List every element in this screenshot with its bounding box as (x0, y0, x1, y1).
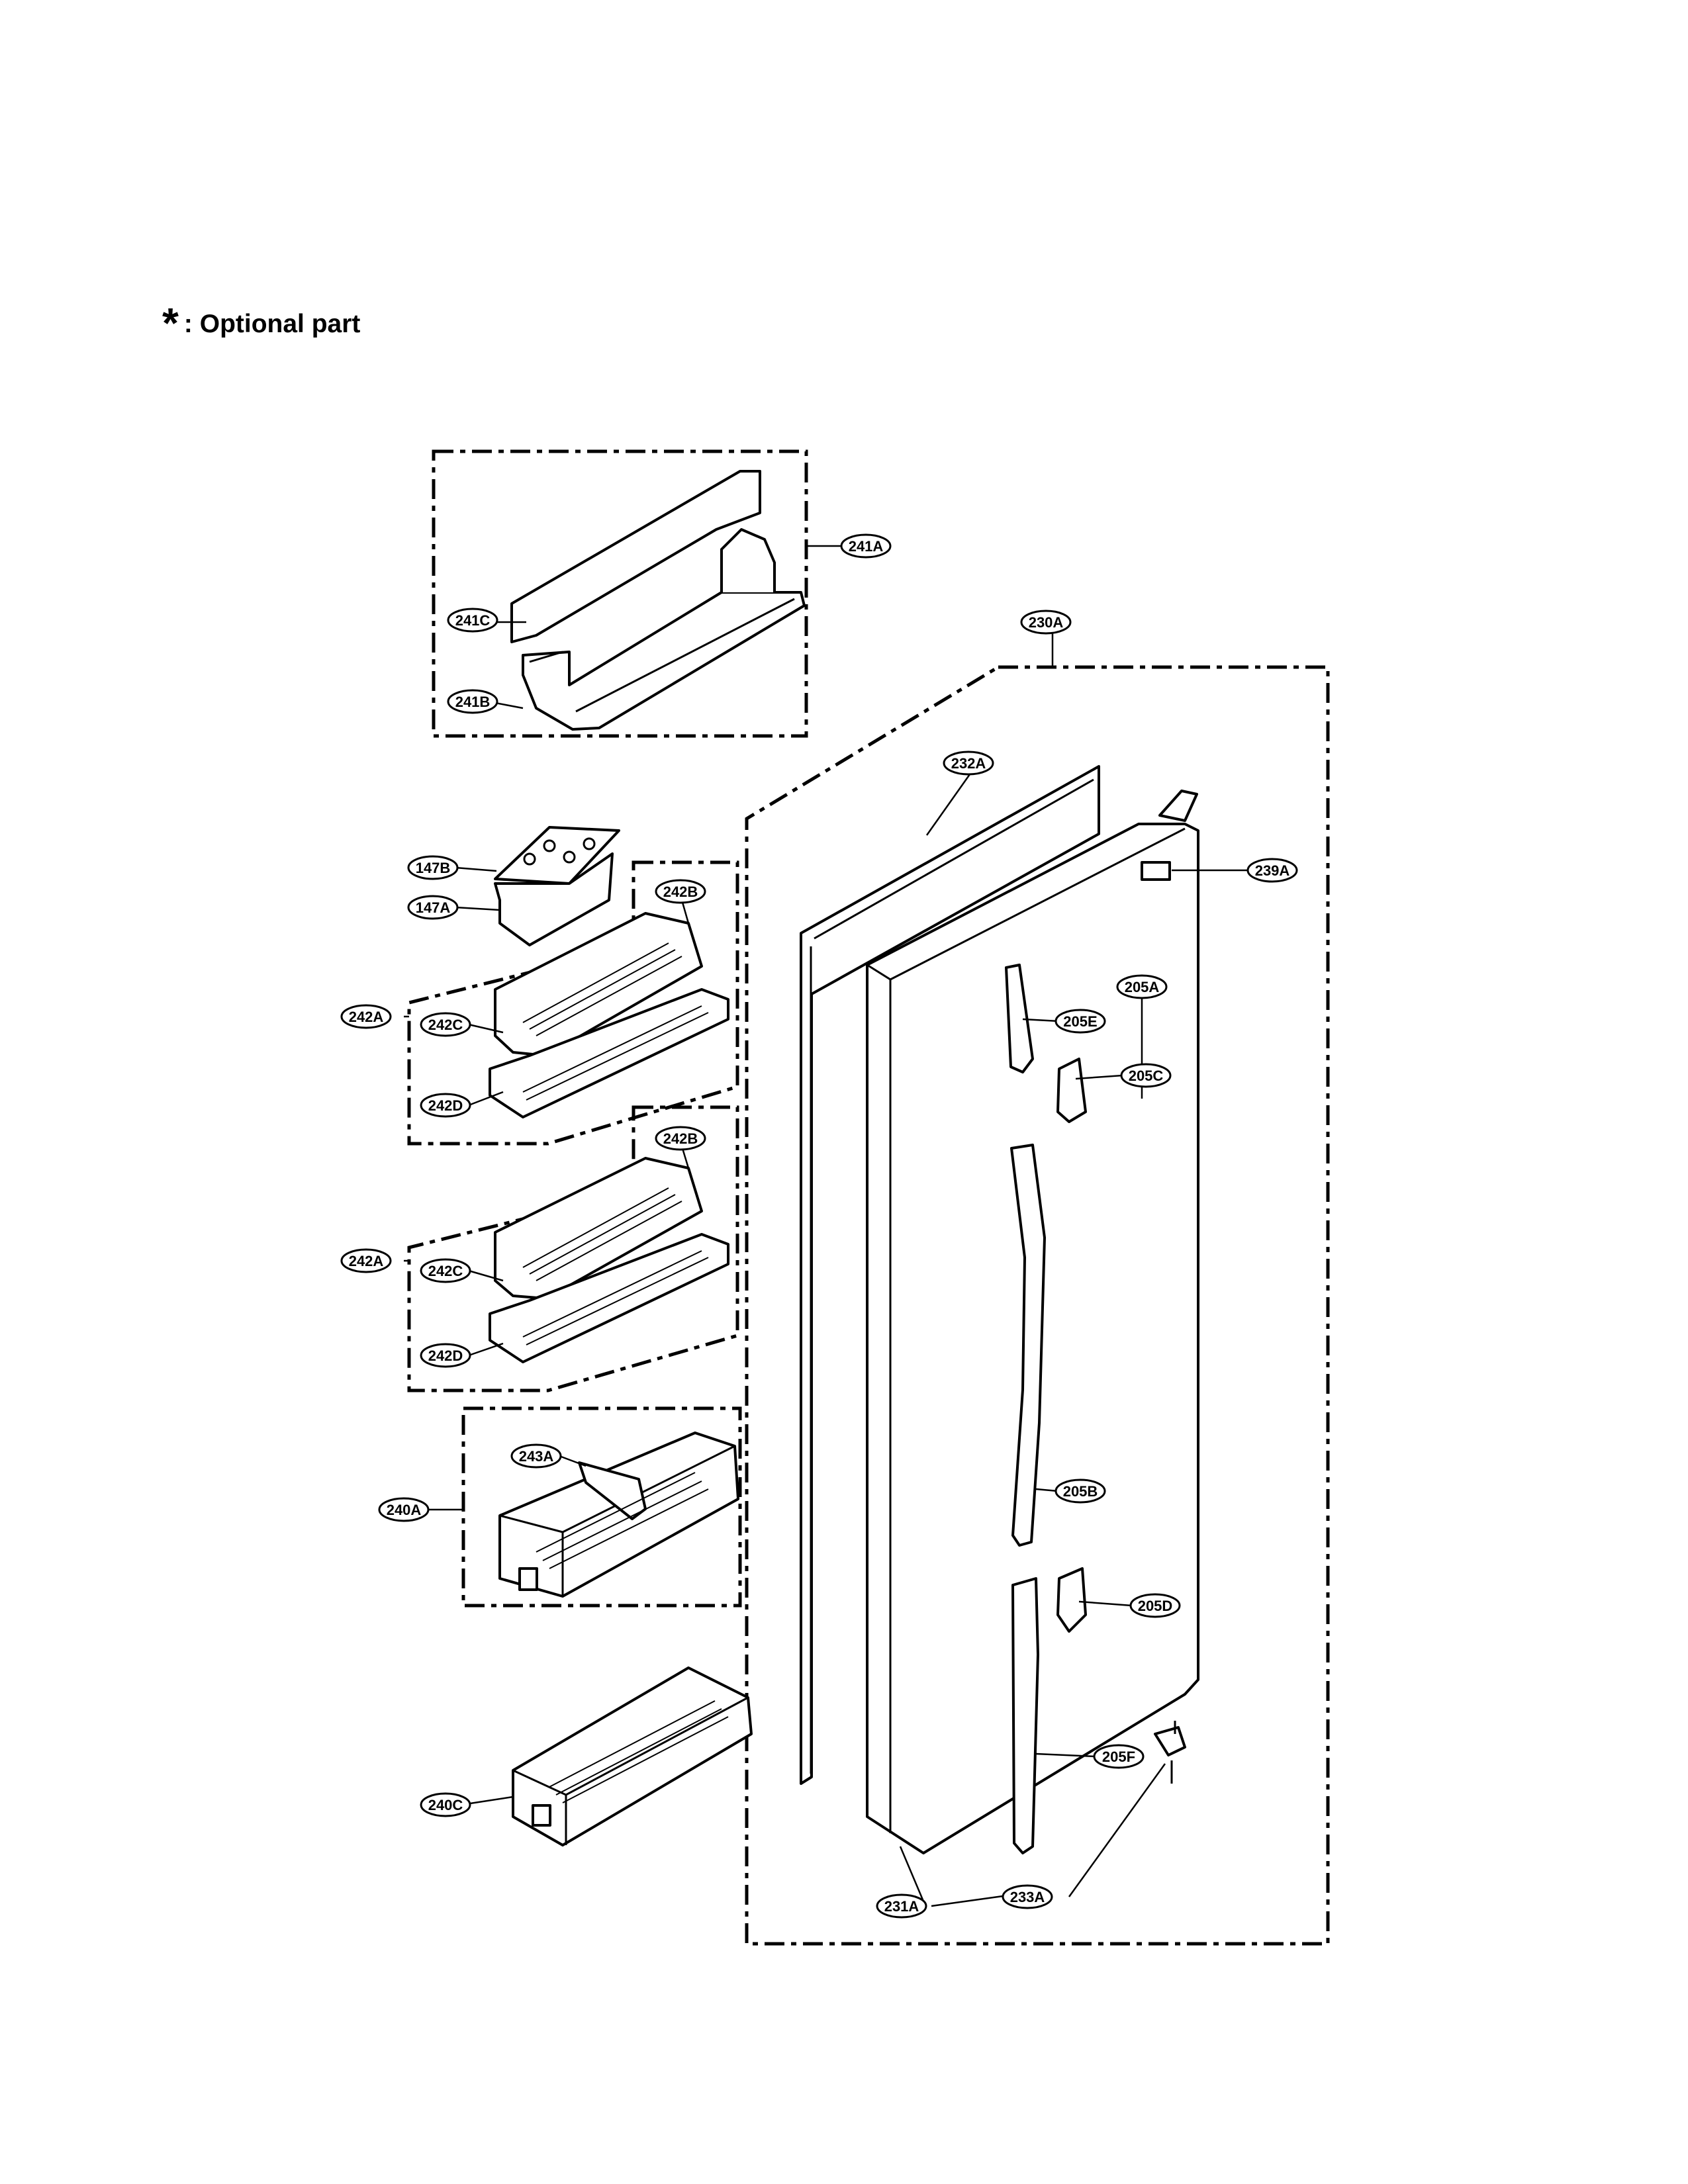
callout-232A: 232A (943, 751, 994, 776)
callout-242B-lower: 242B (655, 1126, 706, 1151)
callout-text-240A: 240A (387, 1502, 422, 1518)
callout-205B: 205B (1055, 1479, 1106, 1504)
callout-text-205E: 205E (1063, 1013, 1097, 1030)
callout-text-242D-lower: 242D (428, 1347, 463, 1364)
callout-242C-upper: 242C (420, 1012, 471, 1037)
shelf-241A-part (510, 470, 806, 731)
callout-240A: 240A (378, 1497, 430, 1522)
callout-text-147B: 147B (416, 860, 451, 876)
door-bin-240A-part (498, 1432, 739, 1598)
callout-text-243A: 243A (519, 1448, 554, 1465)
callout-241A: 241A (840, 533, 892, 559)
callout-242A-upper: 242A (340, 1004, 392, 1029)
callout-205C: 205C (1120, 1063, 1172, 1088)
callout-text-205D: 205D (1138, 1598, 1173, 1614)
callout-text-205A: 205A (1125, 979, 1160, 995)
callout-text-205C: 205C (1129, 1068, 1164, 1084)
callout-text-239A: 239A (1255, 862, 1290, 879)
callout-241B: 241B (447, 689, 498, 714)
callout-text-240C: 240C (428, 1797, 463, 1813)
callout-text-242C-upper: 242C (428, 1017, 463, 1033)
door-bin-242-upper-part (489, 912, 729, 1118)
group-box-230A (745, 665, 1330, 1946)
callout-241C: 241C (447, 608, 498, 633)
handle-parts (1005, 964, 1087, 1854)
callout-text-205F: 205F (1102, 1749, 1135, 1765)
callout-243A: 243A (510, 1443, 562, 1469)
optional-part-text: : Optional part (183, 310, 361, 338)
callout-text-232A: 232A (951, 755, 986, 772)
egg-tray-147-part (494, 826, 620, 946)
optional-part-legend: * : Optional part (162, 296, 361, 344)
callout-text-147A: 147A (416, 899, 451, 916)
callout-147B: 147B (407, 855, 459, 880)
callout-text-242A-lower: 242A (349, 1253, 384, 1269)
optional-marker: * (162, 299, 179, 347)
callout-233A: 233A (1002, 1884, 1053, 1909)
hinge-233A-part (1154, 1721, 1186, 1784)
callout-text-233A: 233A (1010, 1889, 1045, 1905)
callout-text-242C-lower: 242C (428, 1263, 463, 1279)
callout-labels: 241A 241C 241B 230A 232A 239A 147B 147A (340, 533, 1298, 1919)
callout-240C: 240C (420, 1792, 471, 1817)
leader-lines (404, 545, 1291, 1907)
callout-text-242B-lower: 242B (663, 1130, 698, 1147)
callout-147A: 147A (407, 895, 459, 920)
callout-205A: 205A (1116, 974, 1168, 999)
callout-text-242D-upper: 242D (428, 1097, 463, 1114)
door-bin-242-lower-part (489, 1157, 729, 1363)
parts (489, 470, 1199, 1854)
callout-230A: 230A (1020, 610, 1072, 635)
callout-text-241C: 241C (455, 612, 491, 629)
callout-205D: 205D (1129, 1593, 1181, 1618)
callout-text-242B-upper: 242B (663, 884, 698, 900)
callout-242C-lower: 242C (420, 1258, 471, 1283)
callout-text-242A-upper: 242A (349, 1009, 384, 1025)
callout-242A-lower: 242A (340, 1248, 392, 1273)
callout-239A: 239A (1246, 858, 1298, 883)
callout-231A: 231A (876, 1893, 927, 1919)
group-box-240A (461, 1406, 742, 1608)
callout-205F: 205F (1093, 1744, 1145, 1769)
callout-text-205B: 205B (1063, 1483, 1098, 1500)
gasket-232A-part (800, 765, 1100, 1785)
callout-text-241B: 241B (455, 694, 491, 710)
callout-text-231A: 231A (884, 1898, 919, 1915)
group-box-241A (432, 449, 808, 738)
callout-242D-upper: 242D (420, 1093, 471, 1118)
callout-242D-lower: 242D (420, 1343, 471, 1368)
callout-205E: 205E (1055, 1009, 1106, 1034)
callout-text-230A: 230A (1029, 614, 1064, 631)
callout-242B-upper: 242B (655, 879, 706, 904)
callout-text-241A: 241A (849, 538, 884, 555)
door-bin-240C-part (512, 1666, 753, 1846)
